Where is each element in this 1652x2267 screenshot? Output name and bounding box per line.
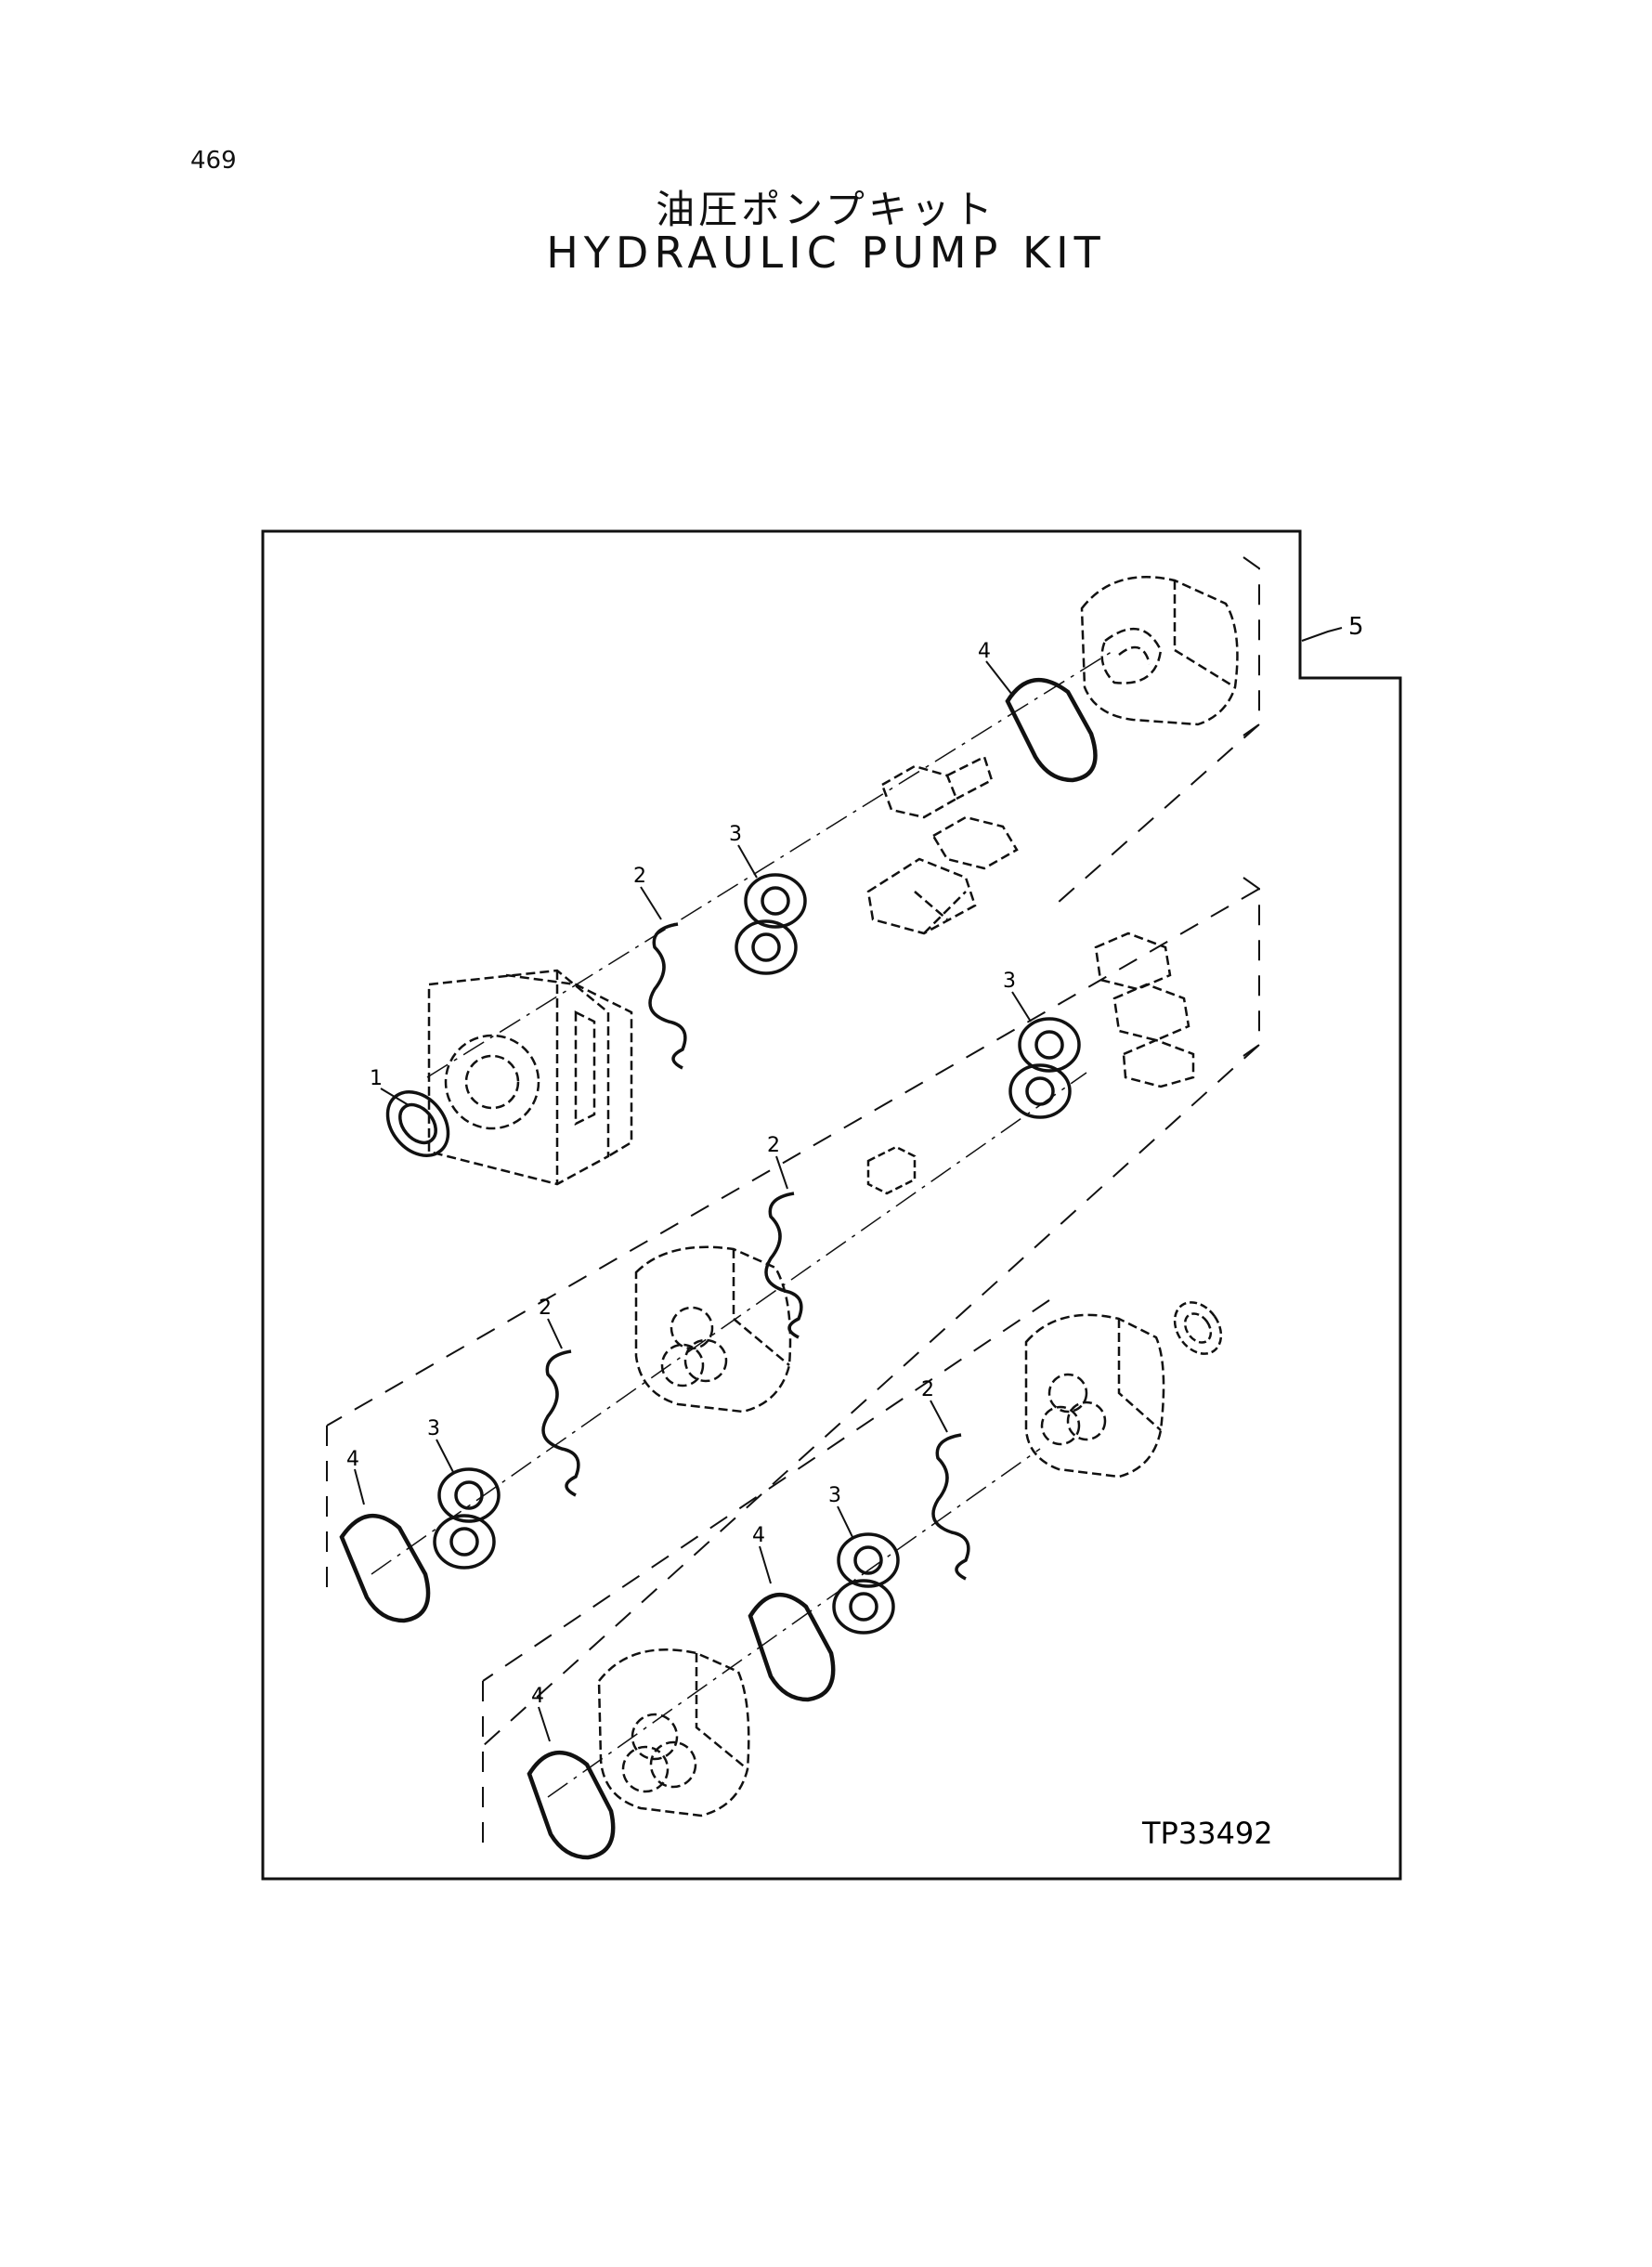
callout-4a: 4 bbox=[978, 640, 991, 663]
callout-2a: 2 bbox=[633, 865, 646, 888]
leader-line-4b bbox=[354, 1468, 365, 1505]
leader-line-4d bbox=[538, 1706, 551, 1742]
drive-gears-upper bbox=[866, 755, 1019, 935]
callout-3c: 3 bbox=[427, 1417, 440, 1440]
callout-4d: 4 bbox=[531, 1685, 544, 1708]
seal-ring-b bbox=[339, 1513, 431, 1623]
seal-ring-a bbox=[1005, 677, 1098, 783]
centre-lines bbox=[371, 649, 1115, 1798]
leader-line-3d bbox=[837, 1505, 853, 1538]
leader-line-3b bbox=[1011, 991, 1032, 1023]
callout-2b: 2 bbox=[767, 1134, 780, 1157]
coupling bbox=[866, 1145, 917, 1195]
callout-2d: 2 bbox=[921, 1378, 934, 1401]
leader-line-4c bbox=[759, 1545, 772, 1584]
dashed-group-lower bbox=[482, 1299, 1050, 1844]
callout-2c: 2 bbox=[539, 1296, 552, 1320]
callout-3d: 3 bbox=[828, 1484, 841, 1507]
seal-ring-c bbox=[748, 1592, 836, 1702]
drawing-reference: TP33492 bbox=[1141, 1816, 1273, 1851]
leader-line-2a bbox=[640, 886, 662, 920]
leader-line-2d bbox=[930, 1400, 948, 1433]
callout-4b: 4 bbox=[346, 1448, 359, 1471]
leader-line-2c bbox=[547, 1318, 563, 1349]
middle-housing bbox=[634, 1245, 792, 1414]
callout-3a: 3 bbox=[729, 823, 742, 846]
callout-1: 1 bbox=[370, 1067, 383, 1090]
backup-plate-b bbox=[1008, 1017, 1081, 1119]
drive-gears-middle bbox=[1094, 932, 1195, 1088]
page-title: HYDRAULIC PUMP KIT bbox=[546, 228, 1106, 278]
backup-plate-a bbox=[735, 873, 807, 975]
backup-plate-d bbox=[832, 1532, 900, 1635]
callout-3b: 3 bbox=[1003, 970, 1016, 993]
page-title-japanese: 油圧ポンプキット bbox=[656, 187, 996, 232]
wire-spring-c bbox=[541, 1349, 580, 1497]
backup-plate-c bbox=[433, 1467, 501, 1570]
leader-line-4a bbox=[985, 660, 1013, 696]
page-number: 469 bbox=[190, 147, 237, 175]
dashed-group-upper bbox=[1048, 556, 1260, 911]
wire-spring-a bbox=[648, 922, 687, 1070]
front-lower-housing bbox=[597, 1648, 750, 1818]
front-housing bbox=[427, 969, 633, 1186]
leader-line-3a bbox=[737, 844, 758, 879]
leader-line-kit bbox=[1301, 627, 1343, 642]
rear-housing bbox=[1024, 1313, 1165, 1479]
wire-spring-d bbox=[931, 1433, 970, 1581]
seal-disc bbox=[1173, 1301, 1223, 1355]
callout-4c: 4 bbox=[752, 1524, 765, 1547]
rear-cover bbox=[1080, 576, 1239, 726]
dashed-group-middle bbox=[326, 877, 1260, 1747]
leader-line-3c bbox=[436, 1439, 454, 1473]
leader-line-2b bbox=[775, 1155, 788, 1190]
callout-kit: 5 bbox=[1348, 613, 1364, 641]
kit-frame bbox=[261, 529, 1402, 1881]
seal-ring-d bbox=[527, 1750, 616, 1860]
leader-line-1 bbox=[380, 1088, 410, 1106]
wire-spring-b bbox=[764, 1192, 803, 1339]
